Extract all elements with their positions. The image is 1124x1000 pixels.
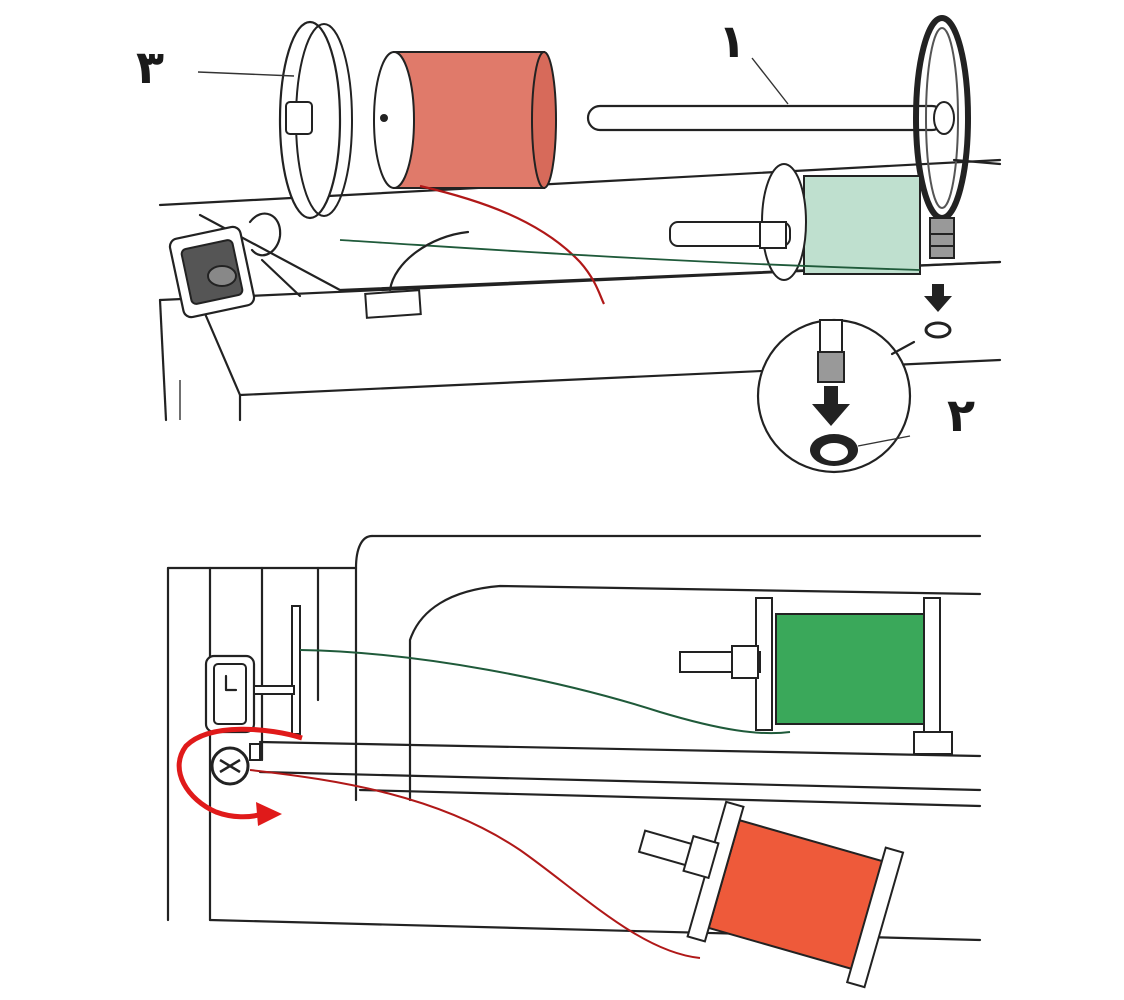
red-spool <box>374 52 556 188</box>
spool-pin <box>588 102 954 134</box>
green-spool-bottom <box>680 598 952 754</box>
tension-knob <box>212 744 260 784</box>
leader-line-3 <box>198 72 294 76</box>
arrow-head-icon <box>256 802 282 826</box>
red-thread-bottom <box>250 770 700 958</box>
orange-spool-bottom <box>620 783 903 988</box>
inset-detail <box>758 320 914 472</box>
top-illustration <box>160 18 1000 472</box>
leader-line-1 <box>752 58 788 104</box>
spool-ring-frame <box>916 18 1000 258</box>
label-two: ۲ <box>947 392 975 438</box>
label-one: ۱ <box>718 18 746 64</box>
down-arrow-icon <box>924 284 952 337</box>
thread-guide <box>206 606 300 734</box>
label-three: ۳ <box>136 44 164 90</box>
spool-cap-disc <box>280 22 352 218</box>
bottom-illustration <box>168 536 980 987</box>
